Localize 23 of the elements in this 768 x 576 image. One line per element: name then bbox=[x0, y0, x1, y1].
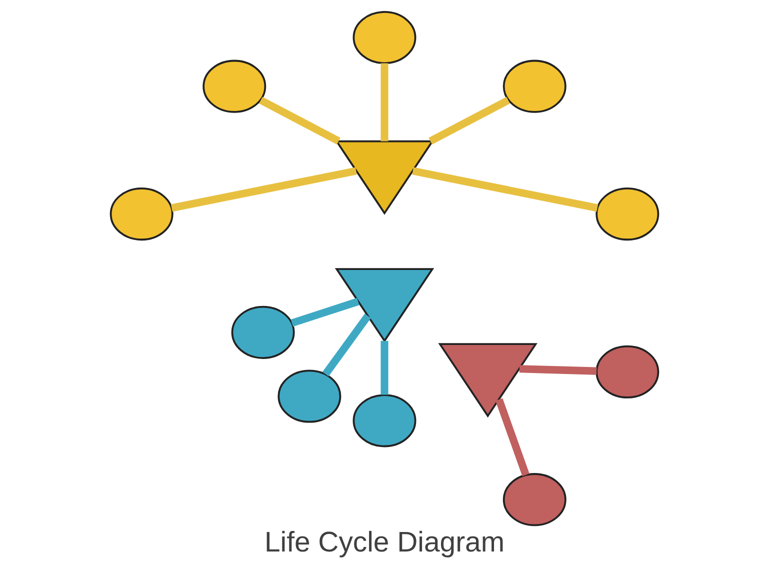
connector bbox=[380, 340, 388, 395]
connector bbox=[290, 298, 359, 327]
node-circle bbox=[595, 345, 659, 398]
node-circle bbox=[202, 60, 266, 113]
connector bbox=[170, 167, 356, 212]
connector bbox=[518, 365, 596, 375]
node-circle bbox=[502, 60, 566, 113]
connector bbox=[258, 96, 340, 144]
connector bbox=[412, 167, 598, 212]
connector bbox=[380, 63, 388, 142]
node-circle bbox=[352, 394, 416, 448]
node-circle bbox=[230, 306, 294, 359]
node-circle bbox=[502, 473, 566, 526]
connector bbox=[494, 398, 529, 476]
node-circle bbox=[277, 370, 341, 423]
node-wedge bbox=[334, 268, 434, 343]
connector bbox=[322, 314, 370, 376]
node-circle bbox=[109, 188, 173, 241]
node-circle bbox=[352, 11, 416, 64]
diagram-title: Life Cycle Diagram bbox=[264, 526, 504, 559]
connector bbox=[428, 96, 510, 144]
node-circle bbox=[595, 188, 659, 241]
node-wedge bbox=[438, 343, 537, 418]
